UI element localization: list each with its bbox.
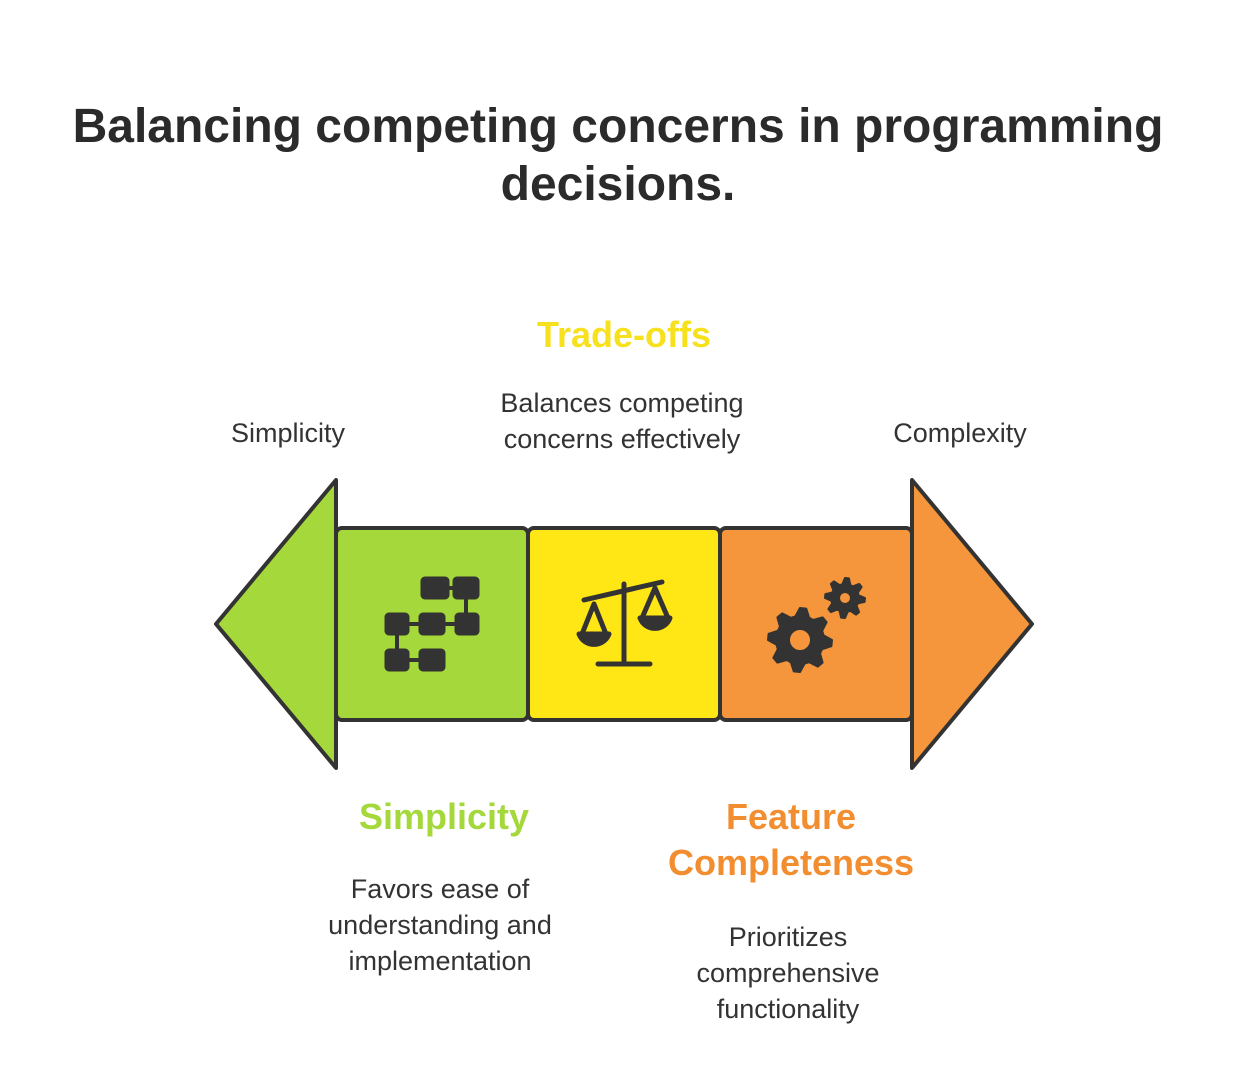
right-end-label: Complexity [893, 418, 1027, 448]
simplicity-description: Favors ease of understanding and impleme… [328, 874, 552, 976]
left-end-label: Simplicity [230, 418, 345, 448]
simplicity-heading: Simplicity [358, 796, 530, 837]
right-arrow-head [910, 478, 1034, 770]
feature-completeness-description: Prioritizes comprehensive functionality [696, 922, 880, 1024]
gears-icon [767, 577, 866, 673]
left-arrow-head [214, 478, 338, 770]
trade-offs-description: Balances competing concerns effectively [500, 388, 744, 454]
feature-completeness-heading: Feature Completeness [667, 796, 915, 883]
page-title: Balancing competing concerns in programm… [72, 100, 1164, 211]
flowchart-icon [384, 576, 480, 672]
trade-offs-heading: Trade-offs [536, 314, 712, 355]
balance-scale-icon [576, 579, 673, 667]
